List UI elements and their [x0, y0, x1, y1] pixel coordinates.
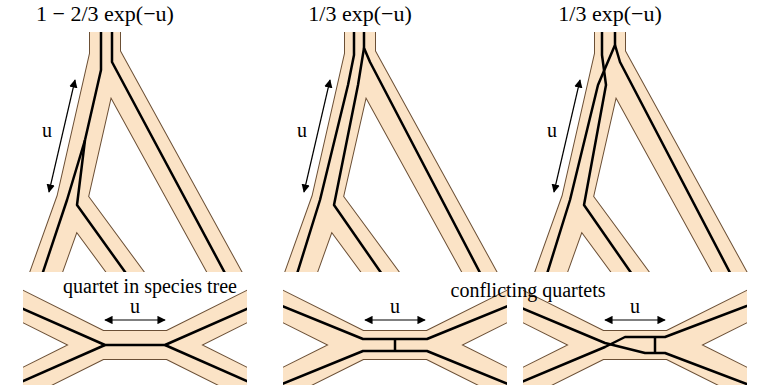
species-tree — [293, 32, 492, 272]
length-arrow — [365, 319, 425, 320]
gene-lineage — [283, 351, 507, 385]
gene-lineage — [165, 345, 247, 385]
length-arrow — [605, 319, 665, 320]
gene-lineage — [654, 337, 657, 353]
gene-lineage — [112, 32, 234, 272]
gene-lineage — [37, 32, 101, 272]
length-arrow — [554, 80, 580, 192]
gene-lineage — [615, 45, 739, 272]
gene-tree — [292, 0, 492, 295]
length-label: u — [547, 119, 557, 141]
species-tree — [543, 32, 742, 272]
probability-label: 1/3 exp(−u) — [558, 2, 661, 26]
gene-lineage — [394, 339, 397, 351]
gene-lineage — [334, 48, 393, 272]
gene-lineage — [23, 345, 105, 385]
length-arrow — [304, 80, 330, 192]
length-label: u — [390, 295, 400, 317]
gene-lineage — [364, 32, 489, 272]
length-label: u — [297, 119, 307, 141]
gene-lineage — [77, 140, 138, 272]
gene-tree — [542, 0, 742, 295]
length-arrow — [49, 80, 75, 192]
probability-label: 1 − 2/3 exp(−u) — [36, 2, 174, 26]
probability-label: 1/3 exp(−u) — [308, 2, 411, 26]
caption-label: conflicting quartets — [451, 279, 606, 301]
gene-lineage — [584, 32, 643, 272]
species-tree — [38, 32, 237, 272]
caption-label: quartet in species tree — [63, 275, 237, 297]
gene-tree — [37, 0, 237, 295]
length-arrow — [105, 319, 165, 320]
length-label: u — [630, 295, 640, 317]
length-label: u — [130, 295, 140, 317]
length-label: u — [42, 119, 52, 141]
